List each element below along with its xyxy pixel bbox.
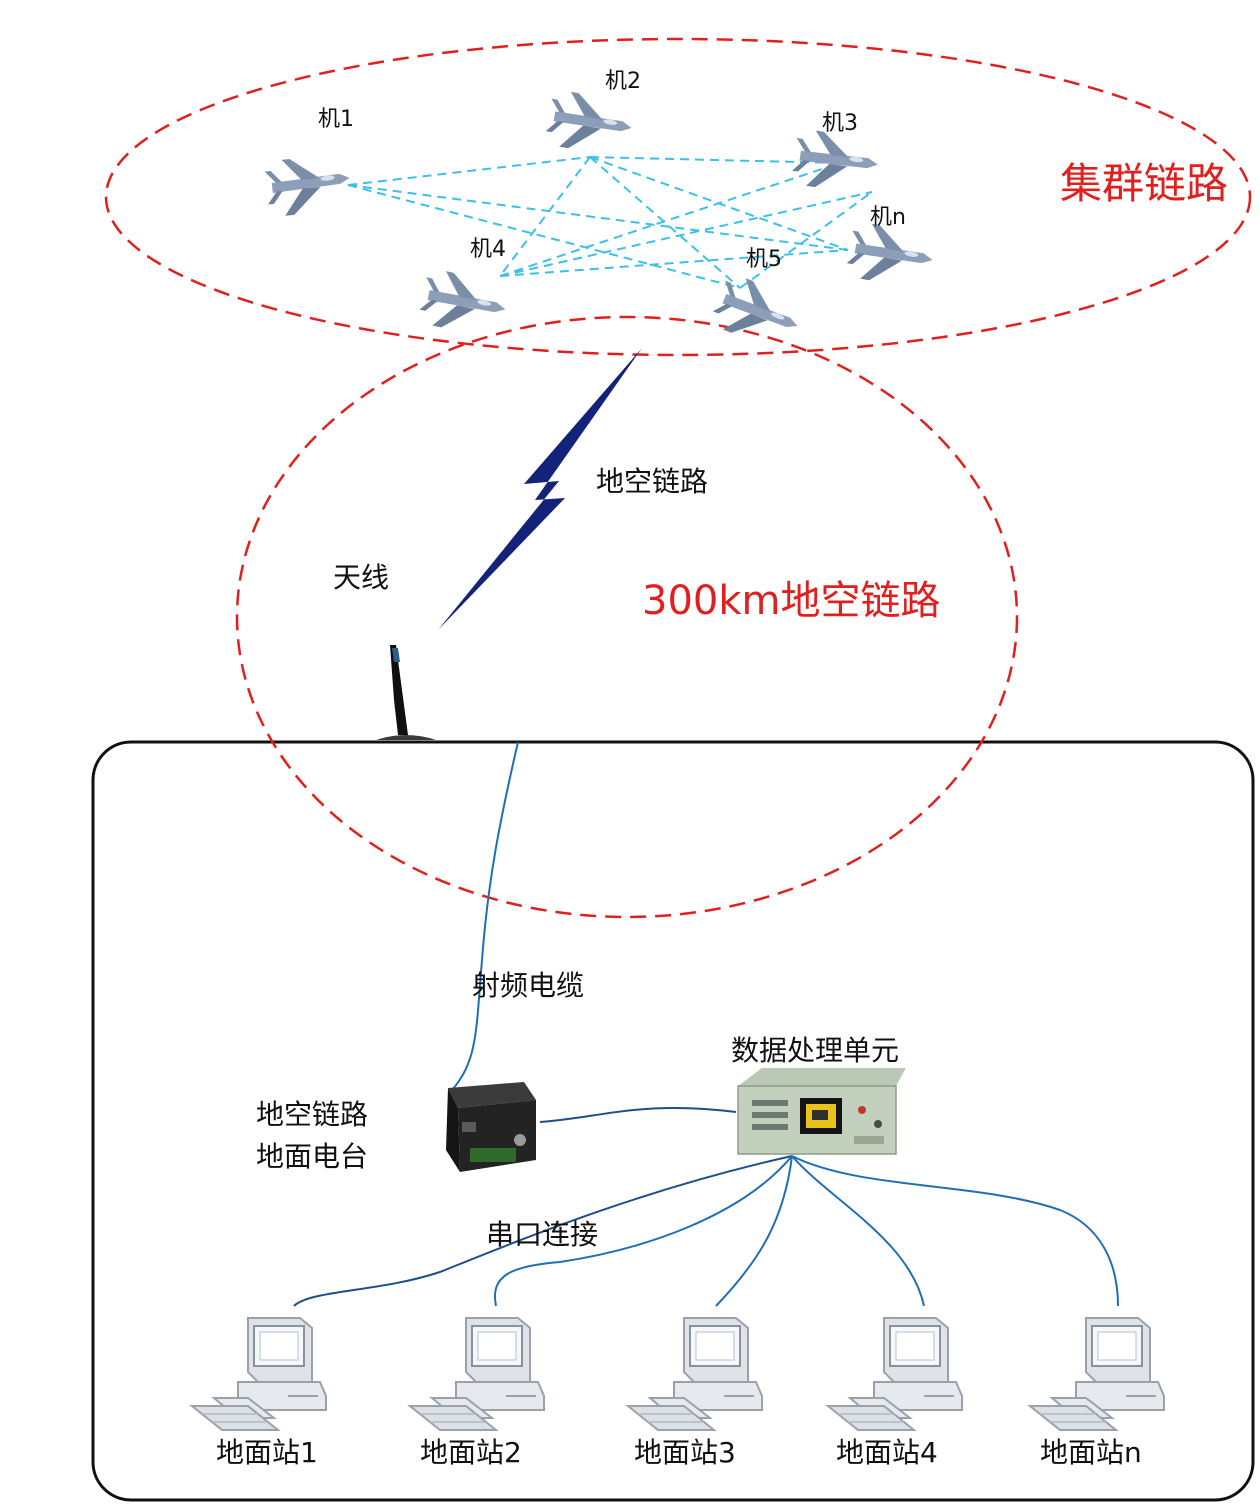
mesh-link	[347, 156, 591, 186]
lightning-bolt-icon	[438, 348, 642, 630]
mesh-link	[499, 249, 849, 277]
aircraft-n: 机n	[844, 205, 937, 291]
ground-air-link-label: 地空链路	[596, 465, 708, 498]
cluster-zone-boundary	[104, 37, 1252, 357]
serial-link-station-n	[791, 1155, 1119, 1307]
mesh-link	[589, 156, 841, 164]
serial-links	[293, 1155, 1119, 1307]
aircraft-5: 机5	[707, 247, 807, 355]
aircraft-icon	[543, 88, 636, 159]
serial-link-label: 串口连接	[486, 1218, 598, 1251]
ground-air-range-boundary	[235, 315, 1019, 919]
serial-link-station-1	[293, 1155, 793, 1307]
rf-cable-label: 射频电缆	[472, 969, 584, 1002]
rf-cable-line	[451, 741, 519, 1091]
aircraft-label: 机2	[605, 69, 641, 94]
aircraft-label: 机n	[870, 205, 906, 230]
mesh-link	[499, 162, 841, 277]
ground-station-label: 地面站n	[1040, 1436, 1142, 1469]
aircraft-icon	[707, 271, 807, 355]
aircraft-label: 机4	[470, 237, 506, 262]
mesh-link	[347, 184, 741, 289]
serial-link-station-4	[791, 1155, 925, 1307]
ground-station-label: 地面站2	[420, 1436, 522, 1469]
aircraft-icon	[844, 220, 937, 291]
ground-station-label: 地面站4	[836, 1436, 938, 1469]
radio-dpu-cable	[539, 1106, 737, 1123]
ground-air-range-title: 300km地空链路	[642, 578, 940, 624]
ground-segment-frame	[91, 740, 1255, 1502]
aircraft-1: 机1	[263, 107, 354, 218]
mesh-links	[347, 156, 873, 289]
aircraft-icon	[416, 267, 511, 340]
aircraft-icon	[790, 128, 882, 196]
computer-icon	[409, 1317, 545, 1431]
ground-station-1: 地面站1	[191, 1317, 327, 1469]
aircraft-4: 机4	[416, 237, 511, 340]
data-processing-unit-icon	[737, 1068, 906, 1155]
serial-link-station-2	[494, 1155, 793, 1307]
computer-icon	[827, 1317, 963, 1431]
computer-icon	[191, 1317, 327, 1431]
aircraft-icon	[263, 152, 353, 218]
aircraft-label: 机1	[318, 107, 354, 132]
ground-station-3: 地面站3	[627, 1317, 763, 1469]
ground-radio-icon	[446, 1082, 536, 1172]
computer-icon	[1029, 1317, 1165, 1431]
mesh-link	[739, 191, 873, 289]
ground-station-label: 地面站3	[634, 1436, 736, 1469]
aircraft-label: 机3	[822, 111, 858, 136]
ground-station-2: 地面站2	[409, 1317, 545, 1469]
aircraft-2: 机2	[543, 69, 641, 159]
ground-station-label: 地面站1	[216, 1436, 318, 1469]
mesh-link	[347, 184, 849, 251]
serial-link-station-3	[715, 1155, 793, 1307]
ground-radio-label-line1: 地空链路	[256, 1098, 368, 1131]
aircraft-3: 机3	[790, 111, 882, 196]
cluster-link-title: 集群链路	[1060, 159, 1228, 208]
mesh-link	[499, 191, 873, 277]
dpu-label: 数据处理单元	[731, 1034, 899, 1067]
mesh-link	[499, 156, 591, 277]
ground-station-n: 地面站n	[1029, 1317, 1165, 1469]
antenna-label: 天线	[333, 561, 389, 594]
mesh-link	[589, 156, 741, 289]
antenna-icon	[376, 645, 436, 740]
computer-icon	[627, 1317, 763, 1431]
aircraft-label: 机5	[746, 247, 782, 272]
ground-radio-label-line2: 地面电台	[256, 1140, 368, 1173]
ground-station-4: 地面站4	[827, 1317, 963, 1469]
